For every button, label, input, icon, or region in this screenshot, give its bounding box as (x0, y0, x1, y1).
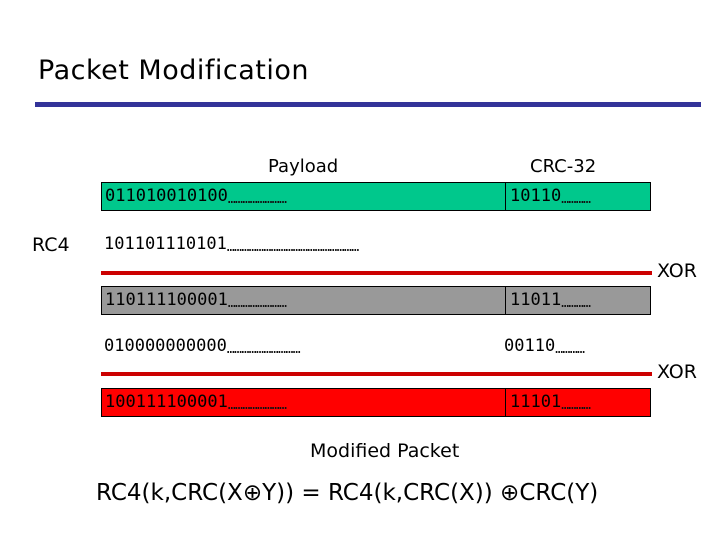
crc-bits: 00110 (504, 336, 556, 356)
column-header-crc32: CRC-32 (530, 156, 597, 177)
keystream-payload-cell: 101101110101……………………………………………… (101, 230, 651, 259)
crc-bits: 10110 (510, 186, 562, 206)
packet-row-encrypted: 110111100001…………………… 11011………… (101, 286, 651, 315)
packet-row-modified: 100111100001…………………… 11101………… (101, 388, 651, 417)
payload-bits: 011010010100 (105, 186, 228, 206)
packet-row-rc4-keystream: 101101110101……………………………………………… (101, 230, 651, 259)
crc-bits: 11101 (510, 392, 562, 412)
label-rc4: RC4 (32, 234, 70, 256)
payload-bits: 101101110101 (104, 234, 227, 254)
encrypted-payload-cell: 110111100001…………………… (102, 287, 506, 314)
packet-crc-cell: 10110………… (507, 183, 650, 210)
payload-bits: 010000000000 (104, 336, 227, 356)
payload-ellipsis: …………………… (227, 296, 287, 311)
crc-ellipsis: ………… (561, 192, 591, 207)
xor-rule-first (101, 271, 652, 275)
crc-ellipsis: ………… (555, 342, 585, 357)
title-divider-rule (35, 102, 701, 107)
mask-payload-cell: 010000000000………………………… (101, 332, 505, 361)
caption-modified-packet: Modified Packet (310, 440, 460, 462)
xor-rule-second (101, 372, 652, 376)
page-title: Packet Modification (38, 55, 309, 86)
packet-row-modification-mask: 010000000000………………………… 00110………… (101, 332, 651, 361)
encrypted-crc-cell: 11011………… (507, 287, 650, 314)
modified-crc-cell: 11101………… (507, 389, 650, 416)
crc-ellipsis: ………… (561, 398, 591, 413)
xor-label-second: XOR (657, 361, 697, 383)
formula-rc4-crc-homomorphism: RC4(k,CRC(X⊕Y)) = RC4(k,CRC(X)) ⊕CRC(Y) (96, 480, 599, 506)
crc-ellipsis: ………… (561, 296, 591, 311)
payload-ellipsis: …………………… (227, 398, 287, 413)
payload-ellipsis: …………………… (227, 192, 287, 207)
mask-crc-cell: 00110………… (501, 332, 651, 361)
packet-row-original: 011010010100…………………… 10110………… (101, 182, 651, 211)
column-header-payload: Payload (268, 156, 339, 177)
payload-bits: 100111100001 (105, 392, 228, 412)
packet-payload-cell: 011010010100…………………… (102, 183, 506, 210)
payload-ellipsis: ………………………… (226, 342, 301, 357)
crc-bits: 11011 (510, 290, 562, 310)
payload-ellipsis: ……………………………………………… (226, 240, 359, 255)
xor-label-first: XOR (657, 260, 697, 282)
modified-payload-cell: 100111100001…………………… (102, 389, 506, 416)
payload-bits: 110111100001 (105, 290, 228, 310)
